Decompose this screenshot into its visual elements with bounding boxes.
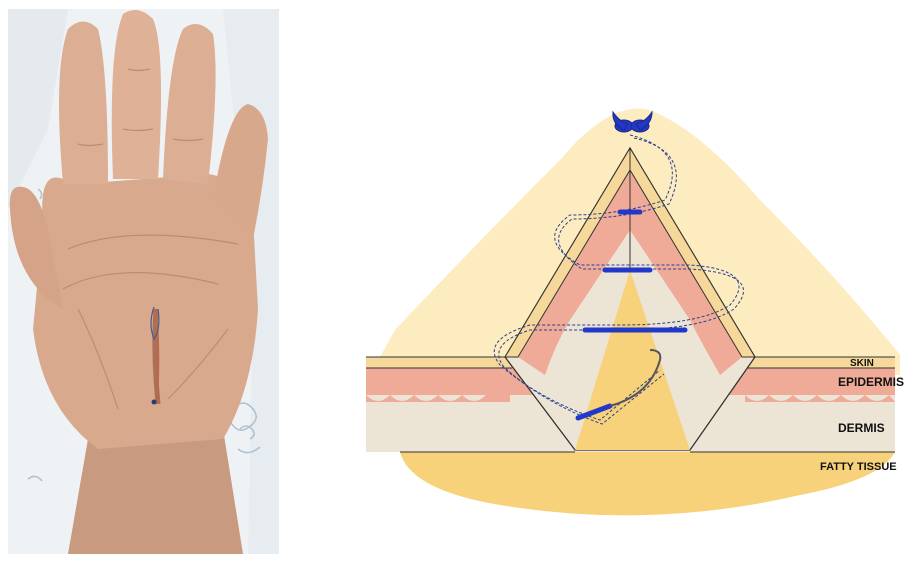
- fatty-tissue-label: FATTY TISSUE: [820, 461, 897, 473]
- dermis-label: DERMIS: [838, 421, 885, 435]
- middle-finger: [112, 10, 161, 179]
- skin-label: SKIN: [850, 358, 874, 369]
- index-finger: [59, 22, 108, 185]
- suture-diagram: SKIN EPIDERMIS DERMIS FATTY TISSUE: [340, 95, 907, 535]
- epidermis-label: EPIDERMIS: [838, 375, 904, 389]
- palm-photo: [8, 9, 279, 554]
